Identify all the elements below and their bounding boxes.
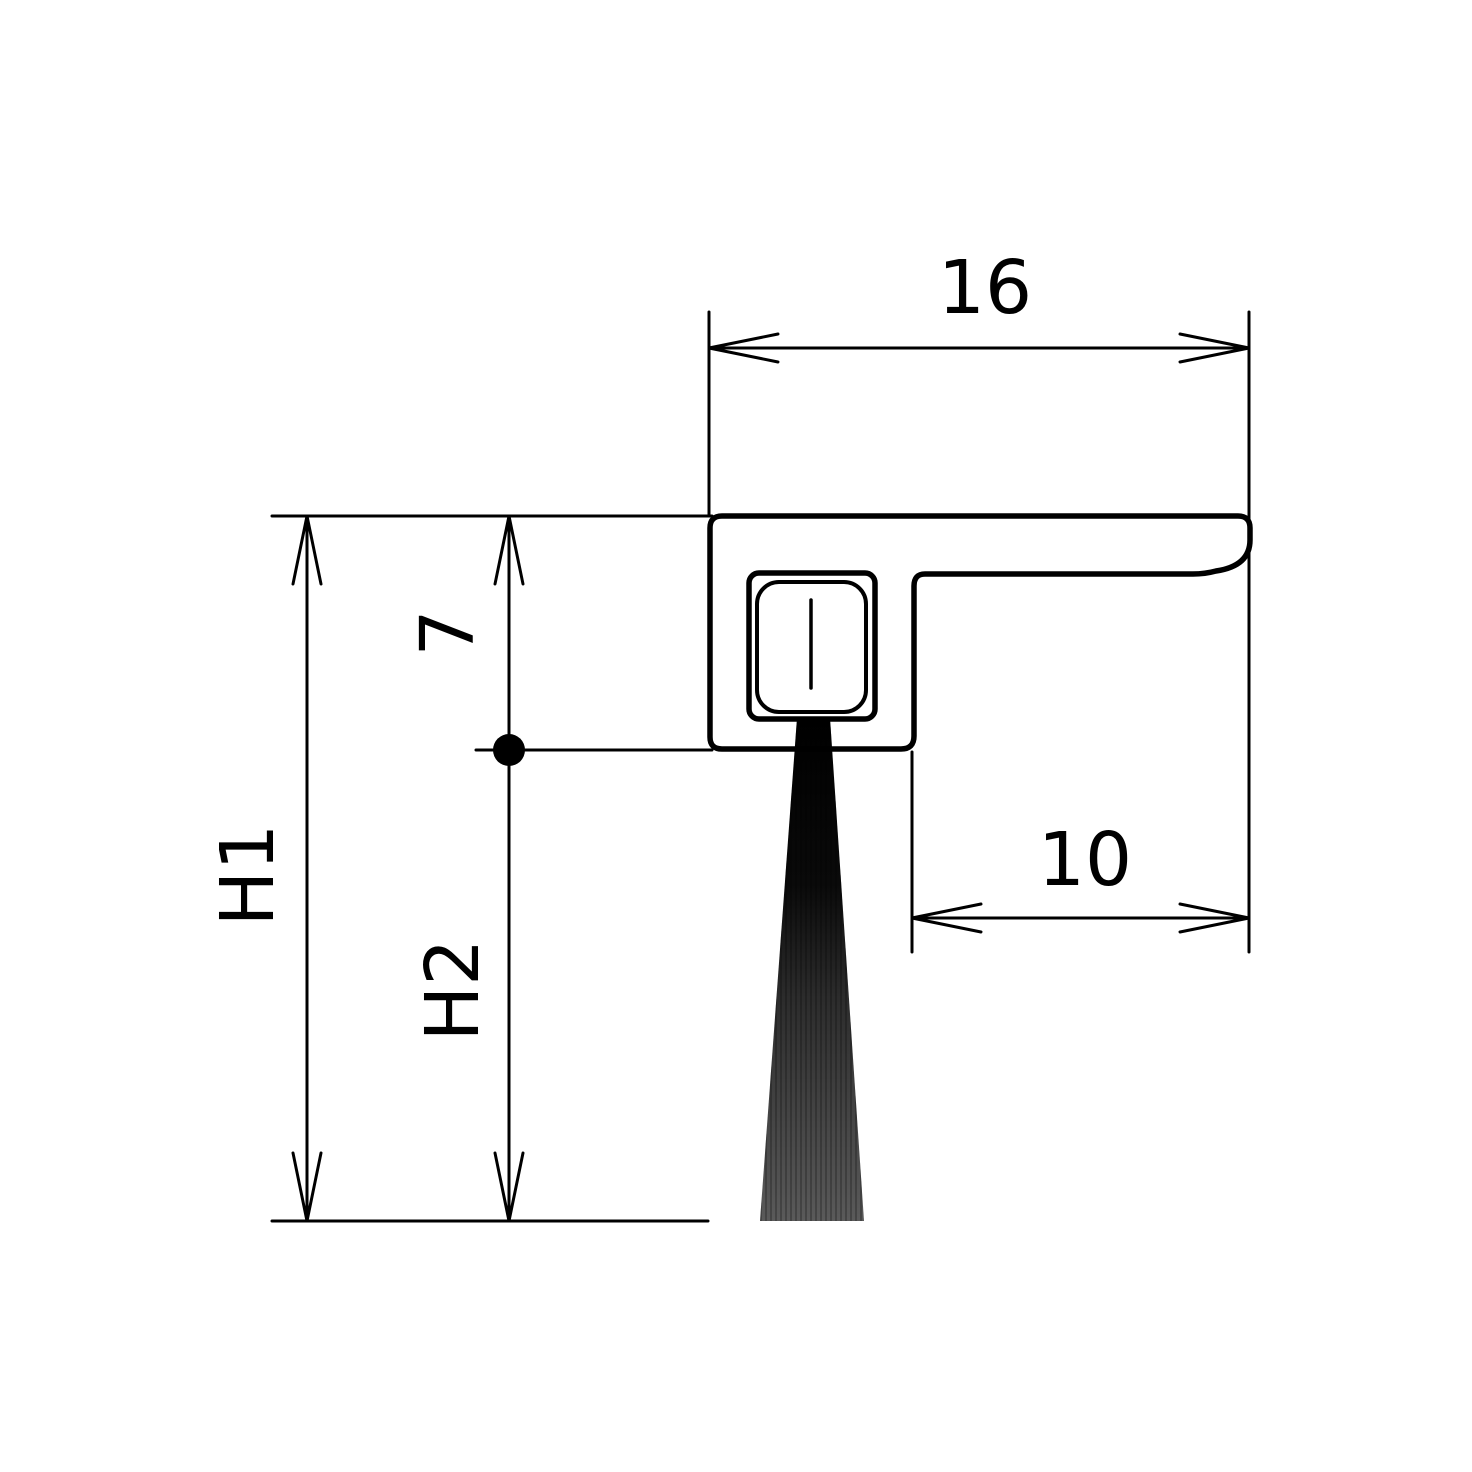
dimension-width-flange: 10 [910, 817, 1251, 934]
dimension-label-10: 10 [1038, 817, 1132, 903]
brush-bristles [760, 718, 864, 1221]
dimension-label-h1: H1 [205, 824, 291, 927]
holder-profile [707, 513, 1253, 752]
dimension-label-16: 16 [938, 245, 1032, 331]
dimension-height-total: H1 [205, 514, 323, 1223]
brush-back [755, 580, 868, 714]
extension-lines [270, 310, 1251, 1223]
dimension-width-total: 16 [707, 245, 1251, 364]
dimension-origin-dot [493, 734, 525, 766]
dimension-height-brush: H2 [410, 734, 525, 1223]
holder-channel [746, 570, 878, 722]
dimension-label-h2: H2 [410, 939, 496, 1042]
dimension-height-holder: 7 [405, 514, 525, 752]
dimension-label-7: 7 [405, 609, 491, 656]
